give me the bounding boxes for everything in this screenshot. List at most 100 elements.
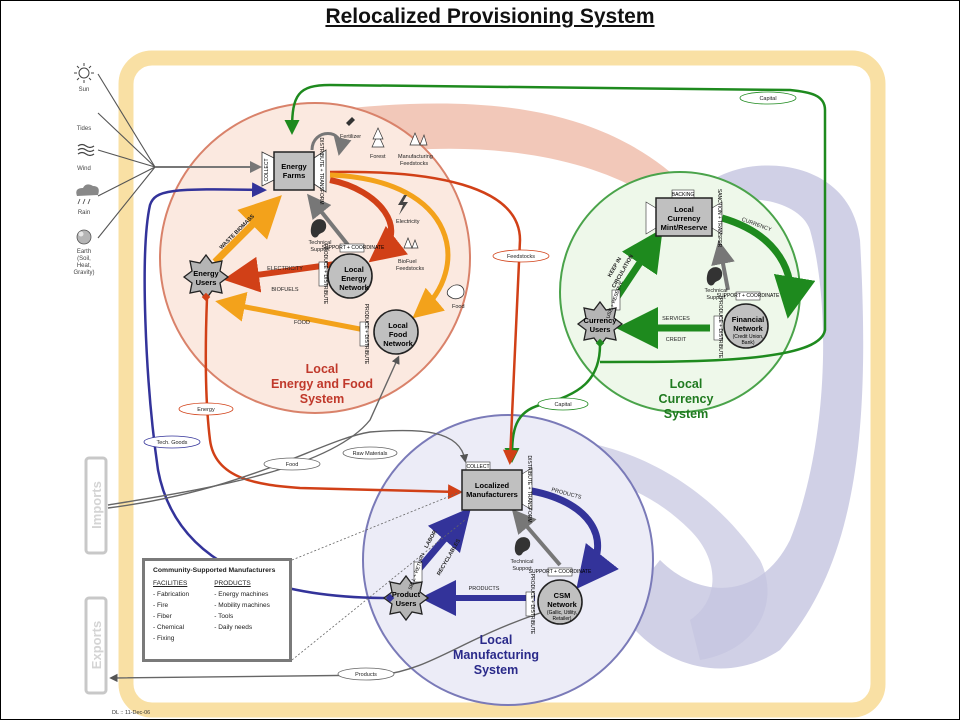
food-network-produce: PRODUCE + DISTRIBUTE bbox=[363, 304, 369, 365]
tech-goods-tag-label: Tech. Goods bbox=[157, 440, 188, 446]
flow-band-manufacturing-to-currency bbox=[520, 438, 768, 660]
energy-network-support: SUPPORT + COORDINATE bbox=[322, 245, 385, 251]
energy-farms-to-network-flow bbox=[329, 177, 408, 263]
credit-flow-label: CREDIT bbox=[666, 337, 687, 343]
legend-dotted-line-2 bbox=[291, 519, 466, 661]
energy-support-arrow bbox=[307, 193, 350, 247]
fertilizer-icon bbox=[346, 117, 355, 126]
source-rain: Rain bbox=[78, 210, 90, 216]
energy-flow bbox=[204, 297, 463, 500]
source-earth-line-4: Gravity) bbox=[74, 270, 95, 276]
currency-users-node bbox=[576, 289, 624, 348]
source-earth: Earth bbox=[77, 249, 91, 255]
legend-facility: - Chemical bbox=[153, 624, 185, 631]
product-users-label-2: Users bbox=[396, 599, 417, 608]
energy-users-label-1: Energy bbox=[193, 269, 219, 278]
legend-product: - Tools bbox=[214, 613, 234, 620]
legend-facility: - Fiber bbox=[153, 613, 172, 620]
technical-support-icon-2 bbox=[706, 267, 723, 286]
products-tag-label: Products bbox=[355, 672, 377, 678]
food-flow bbox=[215, 292, 366, 333]
feedstocks-flow bbox=[329, 170, 522, 465]
capital-tag-mid-label: Capital bbox=[554, 402, 571, 408]
energy-users-node bbox=[182, 253, 230, 302]
manufacturing-technical-support-2: Support bbox=[512, 566, 532, 572]
capital-tag-top-label: Capital bbox=[759, 96, 776, 102]
waste-biomass-flow bbox=[212, 195, 282, 265]
legend-facility: - Fabrication bbox=[153, 591, 190, 598]
manufacturers-distribute: DISTRIBUTE + TRANSFORM bbox=[526, 456, 532, 523]
localized-manufacturers-label-1: Localized bbox=[475, 481, 510, 490]
food-tag-label: Food bbox=[286, 462, 299, 468]
manufacturers-collect: COLLECT bbox=[466, 464, 489, 470]
currency-users-label-1: Currency bbox=[584, 316, 618, 325]
exports-label: Exports bbox=[89, 621, 104, 669]
feedstocks-tag-label: Feedstocks bbox=[507, 254, 535, 260]
financial-produce: PRODUCE + DISTRIBUTE bbox=[717, 298, 723, 359]
legend-facility: - Fire bbox=[153, 602, 169, 609]
manufacturing-system-title-2: Manufacturing bbox=[453, 648, 539, 662]
energy-farms-label-2: Farms bbox=[283, 171, 306, 180]
legend-product: - Daily needs bbox=[214, 624, 253, 631]
energy-food-system-title-2: Energy and Food bbox=[271, 377, 373, 391]
raw-materials-tag bbox=[342, 446, 398, 460]
financial-support: SUPPORT + COORDINATE bbox=[717, 293, 780, 299]
currency-support-arrow bbox=[711, 240, 735, 291]
manufacturing-technical-support-1: Technical bbox=[511, 559, 534, 565]
source-sun: Sun bbox=[79, 87, 90, 93]
manufacturing-system-circle bbox=[362, 414, 654, 706]
energy-users-label-2: Users bbox=[196, 278, 217, 287]
source-earth-line-3: Heat, bbox=[77, 263, 92, 269]
currency-technical-support-1: Technical bbox=[705, 288, 728, 294]
csm-network-node bbox=[525, 567, 583, 625]
raw-materials-tag-label: Raw Materials bbox=[353, 451, 388, 457]
biofuels-flow-label: BIOFUELS bbox=[271, 287, 299, 293]
currency-mint-label-3: Mint/Reserve bbox=[661, 223, 708, 232]
technical-support-icon-3 bbox=[514, 537, 531, 556]
energy-farms-label-1: Energy bbox=[281, 162, 307, 171]
local-energy-network-node bbox=[318, 243, 373, 299]
legend-facility: - Fixing bbox=[153, 635, 175, 642]
energy-technical-support-1: Technical bbox=[309, 240, 332, 246]
labor-flow bbox=[415, 507, 472, 573]
local-energy-network-label-2: Energy bbox=[341, 274, 367, 283]
csm-support: SUPPORT + COORDINATE bbox=[529, 569, 592, 575]
currency-system-title-2: Currency bbox=[659, 392, 714, 406]
product-users-label-1: Product bbox=[392, 590, 421, 599]
food-tag bbox=[263, 457, 321, 471]
forest-label: Forest bbox=[370, 154, 386, 160]
local-food-network-node bbox=[359, 309, 419, 355]
food-flow-label: FOOD bbox=[294, 320, 310, 326]
currency-mint-label-1: Local bbox=[674, 205, 694, 214]
source-earth-line-2: (Soil, bbox=[77, 256, 91, 262]
wind-icon bbox=[77, 143, 95, 157]
forest-icon bbox=[371, 127, 385, 148]
energy-farms-node bbox=[261, 149, 327, 193]
legend-dotted-line-1 bbox=[291, 487, 471, 561]
energy-farms-distribute: DISTRIBUTE + TRANSFORM bbox=[318, 138, 324, 205]
services-flow-label: SERVICES bbox=[662, 316, 690, 322]
imports-bar bbox=[84, 456, 108, 555]
currency-system-title-1: Local bbox=[670, 377, 703, 391]
energy-tag-label: Energy bbox=[197, 407, 215, 413]
currency-technical-support-2: Support bbox=[706, 295, 726, 301]
local-energy-network-label-3: Network bbox=[339, 283, 369, 292]
capital-loop-top bbox=[284, 83, 827, 364]
footer-date: DL :: 11-Dec-06 bbox=[112, 710, 151, 716]
diagram-title: Relocalized Provisioning System bbox=[325, 5, 655, 28]
biofuel-icon bbox=[403, 237, 419, 249]
manufacturing-feedstocks-label-1: Manufacturing bbox=[398, 154, 433, 160]
mint-backing: BACKING bbox=[672, 192, 695, 198]
energy-food-system-title-1: Local bbox=[306, 362, 339, 376]
currency-users-label-2: Users bbox=[590, 325, 611, 334]
products-flow bbox=[525, 486, 619, 589]
csm-legend-box: Community-Supported Manufacturers FACILI… bbox=[142, 558, 292, 662]
electricity-icon bbox=[398, 195, 408, 215]
local-food-network-label-2: Food bbox=[389, 330, 408, 339]
capital-tag-mid bbox=[537, 397, 589, 411]
flow-band-energy-to-currency bbox=[330, 103, 690, 208]
circulation-flow bbox=[612, 228, 663, 302]
feedstocks-tag bbox=[492, 249, 550, 263]
manufacturing-system-title-3: System bbox=[474, 663, 518, 677]
